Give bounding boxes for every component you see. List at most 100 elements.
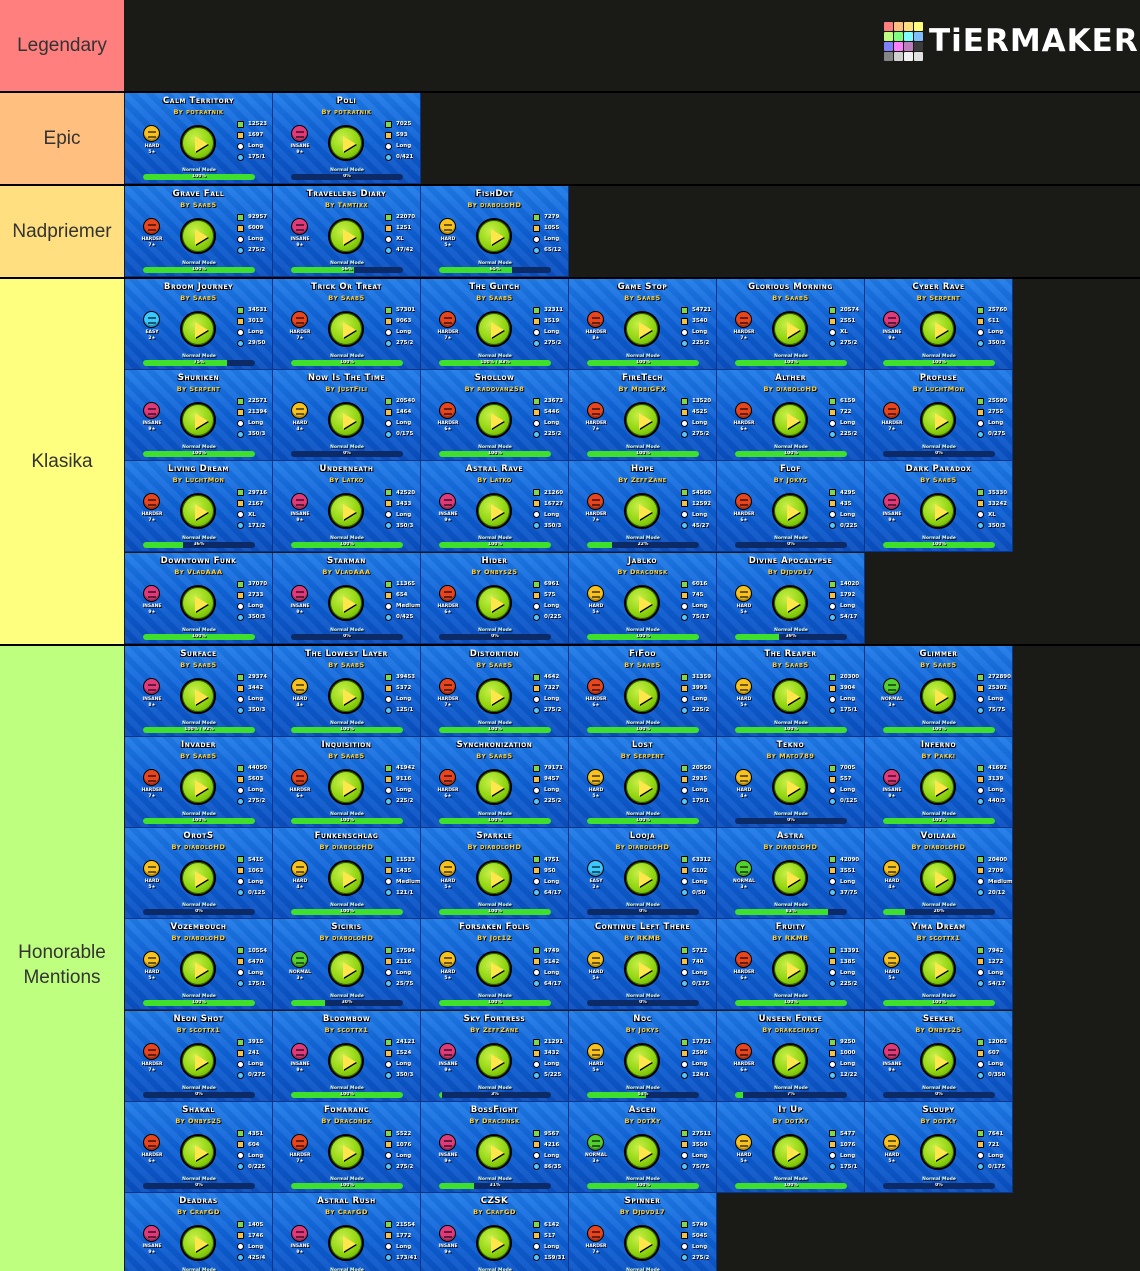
play-button[interactable] <box>624 951 660 988</box>
play-button[interactable] <box>180 860 216 897</box>
play-button[interactable] <box>328 860 364 897</box>
play-button[interactable] <box>624 1042 660 1079</box>
play-button[interactable] <box>328 217 364 254</box>
play-button[interactable] <box>476 860 512 897</box>
play-button[interactable] <box>772 493 808 530</box>
play-button[interactable] <box>920 677 956 714</box>
play-button[interactable] <box>920 1134 956 1170</box>
play-button[interactable] <box>180 951 216 988</box>
play-button[interactable] <box>328 310 364 347</box>
play-button[interactable] <box>328 951 364 988</box>
play-button[interactable] <box>328 1134 364 1170</box>
play-button[interactable] <box>920 310 956 347</box>
play-button[interactable] <box>328 401 364 438</box>
play-button[interactable] <box>624 310 660 347</box>
play-button[interactable] <box>476 584 512 621</box>
play-button[interactable] <box>180 677 216 714</box>
play-button[interactable] <box>180 124 216 161</box>
play-button[interactable] <box>920 951 956 988</box>
play-button[interactable] <box>328 584 364 621</box>
tier-label[interactable]: Nadpriemer <box>0 185 124 278</box>
play-button[interactable] <box>476 217 512 254</box>
tier-label[interactable]: Klasika <box>0 278 124 644</box>
play-button[interactable] <box>624 1134 660 1170</box>
play-button[interactable] <box>476 401 512 438</box>
play-button[interactable] <box>476 1225 512 1262</box>
play-button[interactable] <box>180 768 216 805</box>
play-button[interactable] <box>328 124 364 161</box>
play-button[interactable] <box>624 493 660 530</box>
play-button[interactable] <box>180 217 216 254</box>
play-button[interactable] <box>920 768 956 805</box>
play-button[interactable] <box>772 584 808 621</box>
play-button[interactable] <box>476 951 512 988</box>
play-button[interactable] <box>180 584 216 621</box>
play-button[interactable] <box>624 401 660 438</box>
play-button[interactable] <box>328 493 364 530</box>
play-button[interactable] <box>772 401 808 438</box>
play-button[interactable] <box>624 677 660 714</box>
play-button[interactable] <box>772 1134 808 1170</box>
play-button[interactable] <box>180 493 216 530</box>
play-button[interactable] <box>920 493 956 530</box>
play-button[interactable] <box>180 310 216 347</box>
play-button[interactable] <box>476 1042 512 1079</box>
tier-label[interactable]: Legendary <box>0 0 124 92</box>
play-button[interactable] <box>772 951 808 988</box>
play-button[interactable] <box>476 493 512 530</box>
play-button[interactable] <box>180 1225 216 1262</box>
play-button[interactable] <box>328 677 364 714</box>
play-button[interactable] <box>328 1042 364 1079</box>
play-button[interactable] <box>772 1042 808 1079</box>
